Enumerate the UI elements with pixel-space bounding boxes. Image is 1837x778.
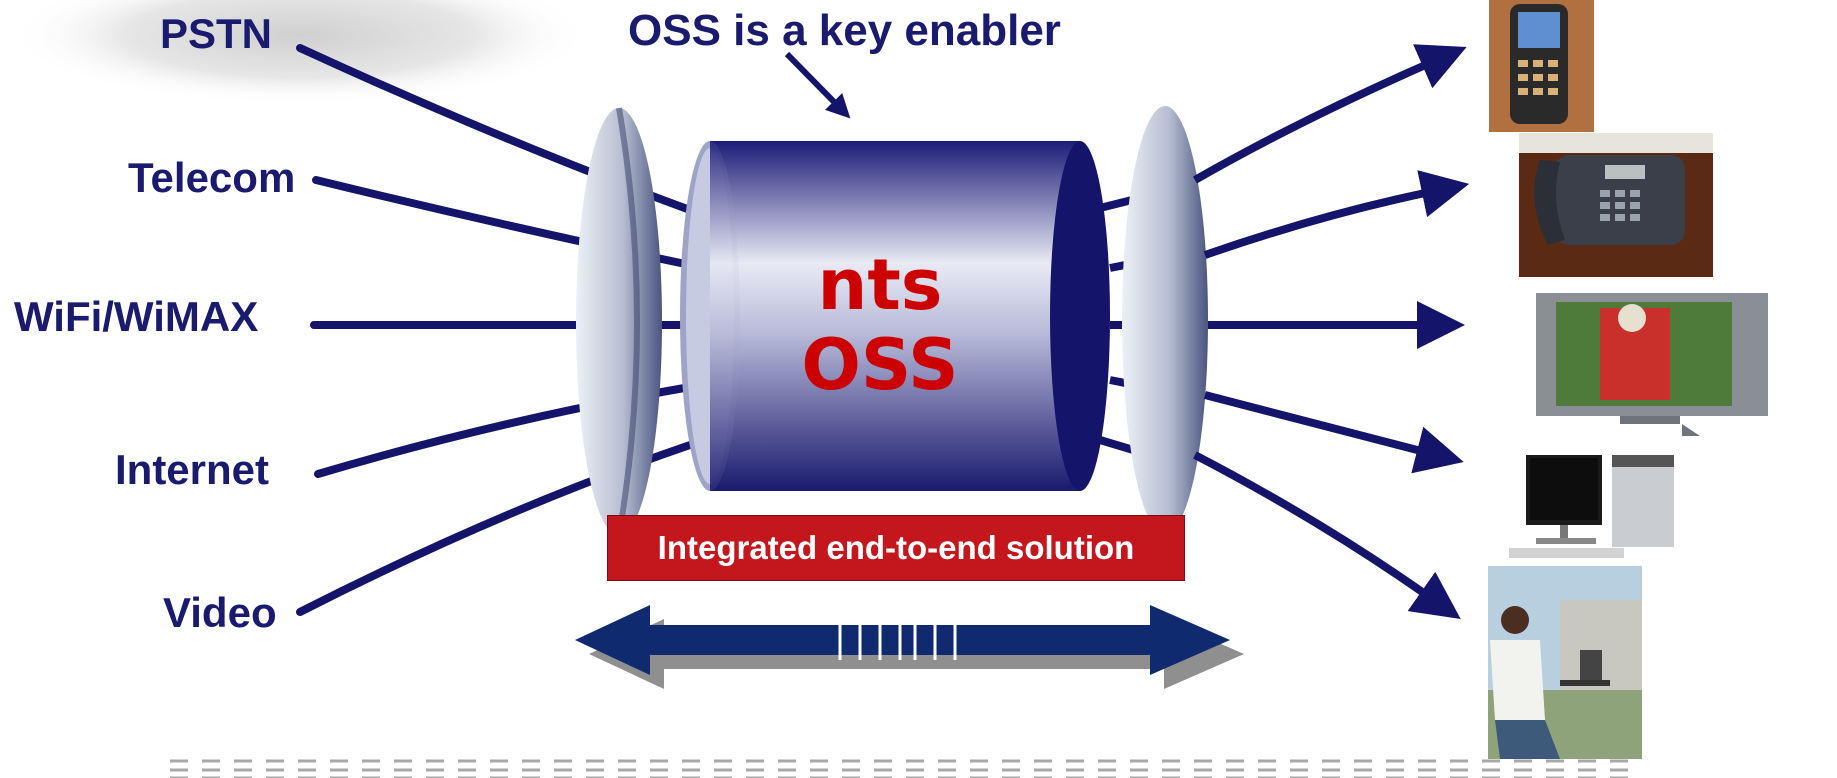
arrow-deskphone: [1203, 170, 1470, 259]
desk-phone-icon: [1519, 133, 1713, 277]
input-label-telecom: Telecom: [128, 154, 296, 201]
integrated-solution-banner: Integrated end-to-end solution: [607, 515, 1185, 581]
laptop-user-icon: [1488, 566, 1642, 759]
core-title-line1: nts: [817, 244, 943, 326]
right-ring: [1122, 106, 1208, 534]
left-ring: [576, 108, 662, 536]
desktop-computer-icon: [1509, 455, 1674, 558]
television-icon: [1536, 293, 1768, 436]
left-ring-rim: [616, 107, 640, 537]
mobile-phone-icon: [1489, 0, 1594, 132]
input-label-wifi: WiFi/WiMAX: [14, 293, 259, 340]
core-title-line2: OSS: [801, 324, 959, 406]
arrow-computer: [1203, 391, 1464, 474]
double-arrow: [575, 605, 1244, 689]
arrow-mobile: [1193, 44, 1467, 184]
input-label-pstn: PSTN: [160, 10, 273, 57]
callout-arrow: [784, 51, 851, 119]
callout-label: OSS is a key enabler: [628, 6, 1061, 55]
input-label-internet: Internet: [115, 446, 270, 493]
pstn-cloud: [10, 0, 590, 105]
oss-cylinder: [680, 141, 1110, 491]
output-arrows: [1193, 44, 1470, 620]
arrow-laptop: [1193, 451, 1461, 620]
input-label-video: Video: [163, 589, 277, 636]
